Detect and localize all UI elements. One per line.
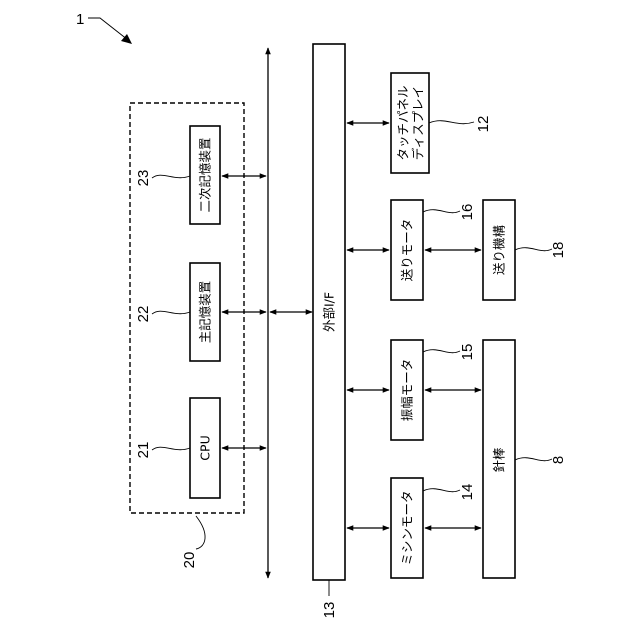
- ref-1-leader: [88, 18, 128, 40]
- feed-mechanism-label: 送り機構: [492, 225, 507, 276]
- ref-14-label: 14: [459, 484, 476, 501]
- swing-motor-label: 振幅モータ: [400, 359, 415, 422]
- ref-15-leader: [423, 350, 460, 353]
- cpu-label: CPU: [198, 435, 213, 460]
- ref-23-label: 23: [135, 170, 152, 187]
- ref-15-label: 15: [459, 344, 476, 361]
- ref-18-label: 18: [550, 242, 567, 259]
- ref-22-leader: [152, 311, 190, 314]
- main-storage-label: 主記憶装置: [198, 281, 213, 344]
- ref-12-label: 12: [475, 116, 492, 133]
- main-storage-block: 主記憶装置 22: [135, 263, 220, 361]
- touch-panel-label-line2: ディスプレイ: [411, 86, 426, 160]
- external-if-label: 外部I/F: [322, 292, 337, 332]
- needle-bar-label: 針棒: [492, 447, 507, 473]
- ref-20-label: 20: [181, 552, 198, 569]
- ref-16-leader: [423, 210, 460, 213]
- ref-21-label: 21: [135, 442, 152, 459]
- ref-21-leader: [152, 447, 190, 450]
- ref-13-label: 13: [321, 602, 338, 619]
- ref-12-leader: [429, 121, 474, 124]
- ref-23-leader: [152, 175, 190, 178]
- touch-panel-block: タッチパネル ディスプレイ 12: [391, 73, 492, 173]
- ref-22-label: 22: [135, 306, 152, 323]
- needle-bar-block: 針棒 8: [483, 340, 567, 578]
- feed-mechanism-block: 送り機構 18: [483, 200, 567, 300]
- cpu-block: CPU 21: [135, 398, 220, 498]
- secondary-storage-label: 二次記憶装置: [198, 137, 213, 212]
- ref-1-label: 1: [76, 11, 84, 28]
- ref-18-leader: [515, 248, 552, 251]
- external-if-block: 外部I/F 13: [313, 44, 345, 618]
- ref-20-leader: [196, 516, 205, 549]
- touch-panel-label-line1: タッチパネル: [396, 85, 411, 160]
- secondary-storage-block: 二次記憶装置 23: [135, 126, 220, 224]
- figure-ref-1: 1: [76, 11, 132, 44]
- sewing-motor-label: ミシンモータ: [400, 490, 415, 565]
- ref-8-leader: [515, 458, 552, 461]
- feed-motor-label: 送りモータ: [400, 219, 415, 282]
- ref-8-label: 8: [550, 456, 567, 464]
- ref-14-leader: [423, 489, 460, 492]
- ref-16-label: 16: [459, 204, 476, 221]
